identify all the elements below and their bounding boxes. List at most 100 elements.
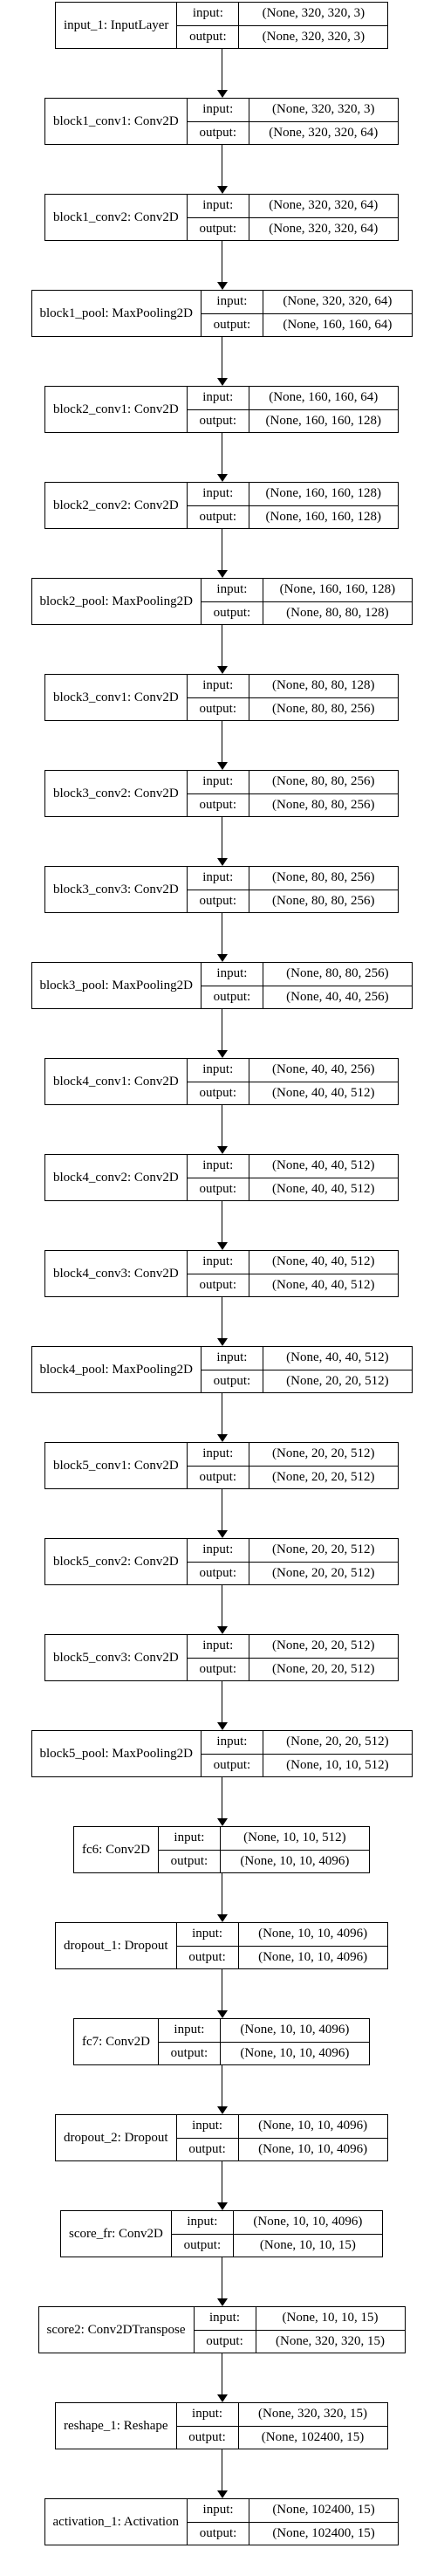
layer-name: block1_conv1: Conv2D: [45, 99, 188, 144]
input-row: input:(None, 10, 10, 4096): [177, 1923, 387, 1946]
input-label: input:: [195, 2307, 256, 2330]
output-row: output: (None, 20, 20, 512): [201, 1369, 412, 1392]
output-shape: (None, 20, 20, 512): [272, 1565, 375, 1580]
input-shape: (None, 40, 40, 256): [272, 1062, 375, 1077]
layer-shapes: input:(None, 10, 10, 15)output:(None, 32…: [194, 2307, 405, 2353]
input-label: input:: [202, 1347, 263, 1370]
output-label: output:: [188, 890, 249, 912]
output-label: output:: [202, 1370, 263, 1392]
input-label: input:: [202, 291, 263, 313]
output-shape: (None, 20, 20, 512): [286, 1373, 389, 1388]
layer-name: reshape_1: Reshape: [56, 2403, 177, 2449]
output-shape: (None, 80, 80, 256): [272, 893, 375, 908]
output-label: output:: [188, 1658, 249, 1680]
input-label: input:: [188, 1443, 249, 1466]
output-label: output:: [159, 2042, 221, 2064]
input-label: input:: [177, 1923, 239, 1946]
output-row: output:(None, 20, 20, 512): [187, 1561, 398, 1584]
input-shape: (None, 160, 160, 128): [279, 582, 396, 597]
arrow-down-icon: [217, 762, 228, 770]
output-row: output:(None, 80, 80, 256): [187, 793, 398, 816]
arrow-down-icon: [217, 2202, 228, 2210]
layer-name: block5_conv2: Conv2D: [45, 1539, 188, 1584]
arrow-down-icon: [217, 186, 228, 194]
arrow-down-icon: [217, 282, 228, 290]
output-label: output:: [188, 121, 249, 144]
output-label: output:: [188, 505, 249, 528]
output-row: output:(None, 40, 40, 512): [187, 1177, 398, 1200]
output-shape: (None, 20, 20, 512): [272, 1661, 375, 1676]
input-row: input:(None, 40, 40, 512): [188, 1155, 398, 1178]
input-label: input:: [202, 963, 263, 986]
output-shape: (None, 80, 80, 256): [272, 701, 375, 716]
input-row: input:(None, 20, 20, 512): [188, 1443, 398, 1466]
output-row: output:(None, 320, 320, 64): [187, 216, 398, 240]
output-label: output:: [172, 2234, 234, 2257]
input-row: input:(None, 10, 10, 4096): [159, 2019, 369, 2042]
layer-name: activation_1: Activation: [45, 2499, 188, 2545]
arrow-down-icon: [217, 2010, 228, 2018]
arrow-down-icon: [217, 2490, 228, 2498]
arrow-down-icon: [217, 570, 228, 578]
output-label: output:: [188, 793, 249, 816]
input-row: input:(None, 320, 320, 64): [188, 195, 398, 217]
output-row: output:(None, 160, 160, 128): [187, 505, 398, 528]
input-shape: (None, 320, 320, 3): [272, 102, 375, 117]
input-shape: (None, 40, 40, 512): [286, 1350, 389, 1365]
arrow-down-icon: [217, 1242, 228, 1250]
layer-name: block2_conv1: Conv2D: [45, 387, 188, 432]
output-row: output:(None, 10, 10, 4096): [158, 1849, 369, 1872]
input-shape: (None, 10, 10, 4096): [253, 2215, 363, 2229]
input-shape: (None, 80, 80, 256): [286, 966, 389, 981]
input-shape: (None, 10, 10, 15): [282, 2311, 379, 2325]
output-label: output:: [177, 25, 240, 48]
input-shape: (None, 10, 10, 4096): [258, 2119, 368, 2133]
input-row: input:(None, 102400, 15): [188, 2499, 398, 2522]
arrow-down-icon: [217, 858, 228, 866]
input-shape: (None, 80, 80, 256): [272, 774, 375, 789]
input-row: input: (None, 40, 40, 512): [202, 1347, 412, 1370]
output-row: output: (None, 80, 80, 256): [187, 889, 398, 912]
layer-name: fc7: Conv2D: [74, 2019, 159, 2064]
arrow-down-icon: [217, 666, 228, 674]
output-label: output:: [188, 697, 249, 720]
output-row: output:(None, 40, 40, 512): [187, 1273, 398, 1296]
output-label: output:: [188, 409, 249, 432]
arrow-down-icon: [217, 1434, 228, 1442]
layer-shapes: input:(None, 20, 20, 512)output:(None, 1…: [201, 1731, 412, 1776]
output-row: output:(None, 10, 10, 4096): [176, 1945, 387, 1968]
input-row: input:(None, 160, 160, 128): [202, 579, 412, 601]
input-label: input:: [188, 771, 249, 793]
input-label: input:: [188, 2499, 250, 2522]
input-row: input:(None, 80, 80, 256): [188, 867, 398, 890]
output-shape: (None, 20, 20, 512): [272, 1469, 375, 1484]
arrow-down-icon: [217, 1914, 228, 1922]
layer-name: block2_pool: MaxPooling2D: [32, 579, 202, 624]
input-row: input:(None, 10, 10, 512): [159, 1827, 369, 1850]
layer-name: block4_conv1: Conv2D: [45, 1059, 188, 1104]
arrow-down-icon: [217, 378, 228, 386]
layer-name: score2: Conv2DTranspose: [39, 2307, 195, 2353]
arrow-down-icon: [217, 1338, 228, 1346]
layer-name: block3_conv2: Conv2D: [45, 771, 188, 816]
layer-shapes: input:(None, 160, 160, 64)output:(None, …: [187, 387, 398, 432]
input-row: input:(None, 80, 80, 128): [188, 675, 398, 697]
layer-shapes: input:(None, 10, 10, 4096)output:(None, …: [158, 2019, 369, 2064]
output-shape: (None, 80, 80, 128): [286, 605, 389, 620]
arrow-down-icon: [217, 1818, 228, 1826]
output-shape: (None, 160, 160, 128): [265, 413, 381, 428]
output-shape: (None, 10, 10, 4096): [240, 1853, 350, 1868]
output-row: output:(None, 10, 10, 4096): [176, 2137, 387, 2160]
layer-shapes: input:(None, 20, 20, 512)output:(None, 2…: [187, 1443, 398, 1488]
